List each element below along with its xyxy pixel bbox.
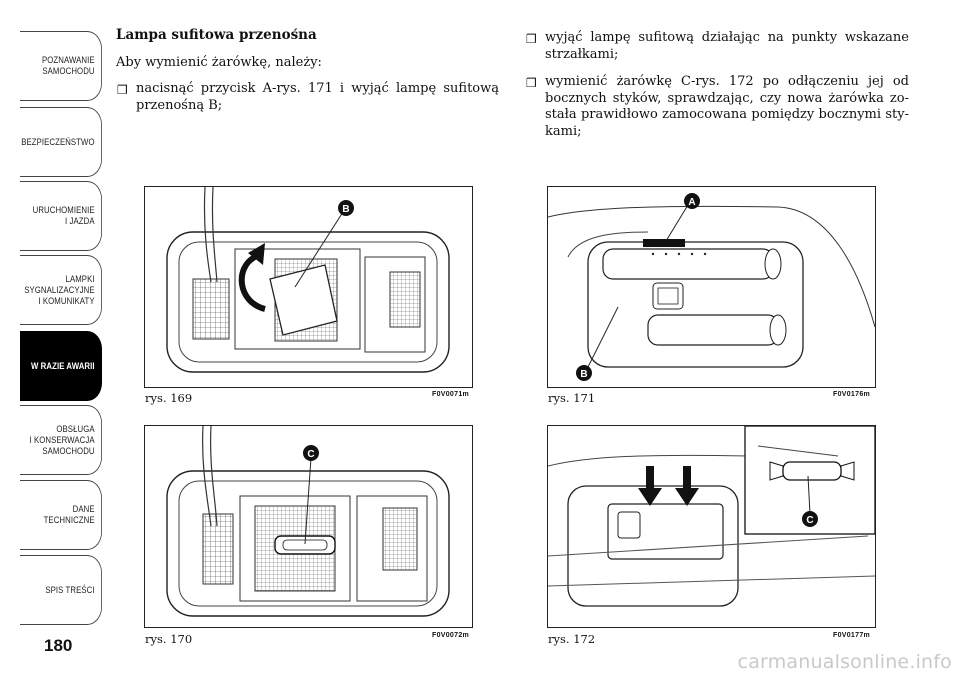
section-heading: Lampa sufitowa przenośna — [116, 27, 317, 43]
tab-w-razie-awarii[interactable]: W RAZIE AWARII — [20, 331, 102, 401]
page-number: 180 — [44, 636, 73, 655]
tab-poznawanie-samochodu[interactable]: POZNAWANIE SAMOCHODU — [20, 31, 102, 101]
figure-169-drawing: B — [166, 187, 450, 373]
bullet-item: ❒ wyjąć lampę sufitową działając na punk… — [526, 30, 909, 63]
figure-169-caption: rys. 169 — [145, 391, 193, 405]
bullet-text: wymienić żarówkę C-rys. 172 po odłączeni… — [545, 74, 909, 139]
figure-170-caption: rys. 170 — [145, 632, 193, 646]
callout-c: C — [806, 515, 813, 526]
bullet-item: ❒ nacisnąć przycisk A-rys. 171 i wyjąć l… — [117, 81, 499, 114]
bullet-text: wyjąć lampę sufitową działając na punkty… — [545, 30, 909, 62]
callout-c: C — [307, 449, 314, 460]
figure-171-drawing: A B — [548, 193, 875, 381]
bullet-box-icon: ❒ — [117, 83, 128, 97]
bullet-box-icon: ❒ — [526, 76, 537, 90]
bullet-item: ❒ wymienić żarówkę C-rys. 172 po odłącze… — [526, 74, 909, 140]
callout-b: B — [580, 369, 587, 380]
figure-171-caption: rys. 171 — [548, 391, 596, 405]
bullet-text: nacisnąć przycisk A-rys. 171 i wyjąć lam… — [136, 81, 499, 113]
callout-b: B — [342, 204, 349, 215]
tab-uruchomienie-i-jazda[interactable]: URUCHOMIENIE I JAZDA — [20, 181, 102, 251]
figure-172-drawing: C — [548, 426, 875, 607]
figure-172-caption: rys. 172 — [548, 632, 596, 646]
figure-169-code: F0V0071m — [432, 391, 470, 398]
bullet-box-icon: ❒ — [526, 32, 537, 46]
figure-172-code: F0V0177m — [833, 632, 871, 639]
tab-spis-tresci[interactable]: SPIS TREŚCI — [20, 555, 102, 625]
tab-bezpieczenstwo[interactable]: BEZPIECZEŃSTWO — [20, 107, 102, 177]
figure-169: B — [144, 186, 473, 388]
tab-dane-techniczne[interactable]: DANE TECHNICZNE — [20, 480, 102, 550]
tab-lampki-sygnalizacyjne[interactable]: LAMPKI SYGNALIZACYJNE I KOMUNIKATY — [20, 255, 102, 325]
callout-a: A — [688, 197, 695, 208]
chapter-sidebar: POZNAWANIE SAMOCHODU BEZPIECZEŃSTWO URUC… — [0, 0, 104, 677]
figure-170-drawing: C — [166, 426, 450, 617]
tab-obsluga-i-konserwacja[interactable]: OBSŁUGA I KONSERWACJA SAMOCHODU — [20, 405, 102, 475]
figure-171-code: F0V0176m — [833, 391, 871, 398]
figure-170: C — [144, 425, 473, 628]
watermark: carmanualsonline.info — [737, 651, 952, 673]
figure-170-code: F0V0072m — [432, 632, 470, 639]
figure-171: A B — [547, 186, 876, 388]
figure-172: C — [547, 425, 876, 628]
intro-text: Aby wymienić żarówkę, należy: — [116, 55, 322, 70]
